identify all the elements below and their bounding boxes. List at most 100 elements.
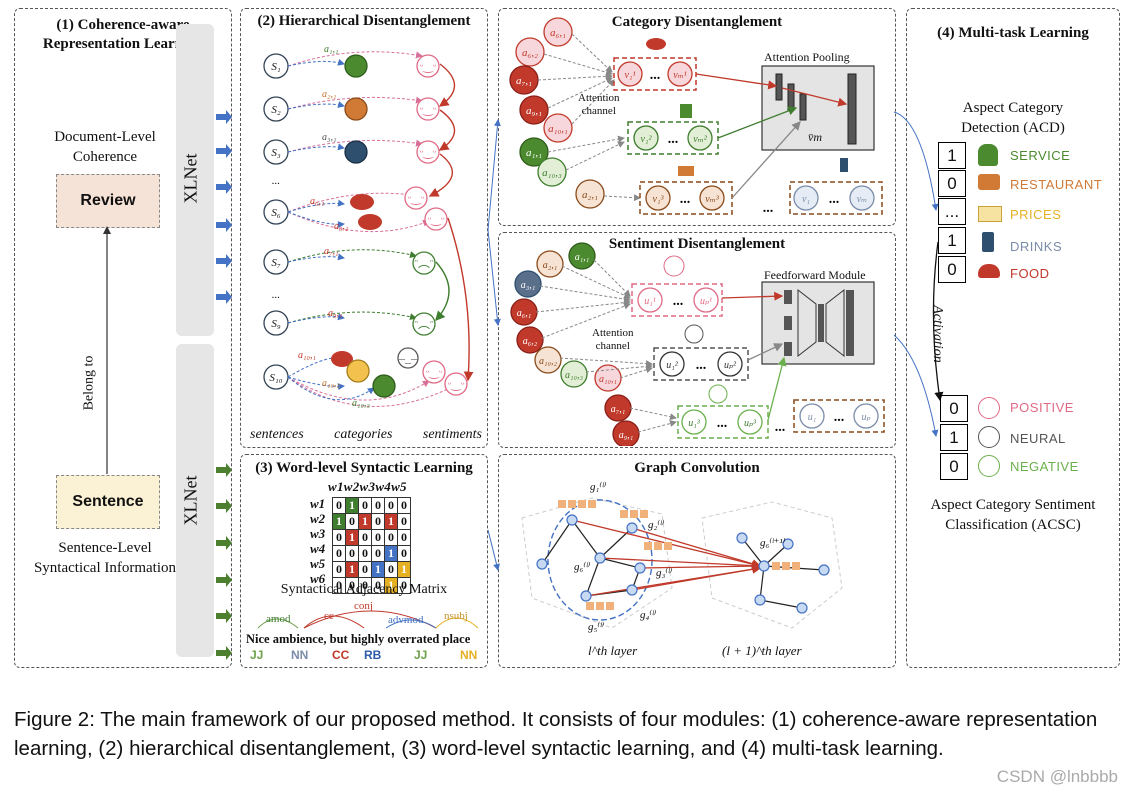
sentence-box: Sentence — [56, 475, 160, 529]
svg-text:g₄⁽ˡ⁾: g₄⁽ˡ⁾ — [640, 609, 657, 621]
svg-text:a₇,₁: a₇,₁ — [611, 404, 625, 415]
panel-hierarchical — [240, 8, 488, 448]
sentiment-attn-channel: Attention channel — [592, 327, 634, 353]
svg-text:...: ... — [717, 416, 728, 431]
panel4-title: (4) Multi-task Learning — [937, 25, 1089, 41]
acsc-line2: Classification (ACSC) — [945, 517, 1081, 533]
row-w6: w6 — [310, 571, 326, 586]
svg-text:v₁¹: v₁¹ — [625, 70, 636, 81]
svg-text:ᵔ︵ᵔ: ᵔ︵ᵔ — [415, 317, 434, 331]
acsc-cell-positive: 0 — [940, 395, 968, 422]
footer-sentences: sentences — [250, 427, 304, 442]
matrix-rows-labels: w1 w2 w3 w4 w5 w6 — [310, 496, 325, 586]
category-diagram: a₆,₁a₆,₂ a₇,₁a₉,₁ a₁₀,₁a₁,₁ a₁₀,₃a₂,₁ v₁… — [509, 17, 883, 216]
row-w5: w5 — [310, 556, 326, 571]
panel-multitask — [906, 8, 1120, 668]
svg-text:a₁₀,₂: a₁₀,₂ — [539, 356, 557, 367]
svg-text:vₘ¹: vₘ¹ — [673, 70, 687, 81]
svg-text:a₆,₂: a₆,₂ — [522, 47, 538, 59]
cat-attn-channel-l2: channel — [581, 105, 616, 117]
cat-attn-channel-l1: Attention — [578, 92, 620, 104]
panel-sentiment — [498, 232, 896, 448]
category-title: Category Disentanglement — [611, 14, 783, 30]
svg-text:a₇,₁: a₇,₁ — [516, 75, 532, 87]
acsc-label: Aspect Category Sentiment Classification… — [906, 495, 1120, 535]
svg-text:...: ... — [763, 201, 774, 216]
svg-text:a₃,₁: a₃,₁ — [322, 132, 336, 143]
acd-label: Aspect Category Detection (ACD) — [906, 98, 1120, 138]
svg-text:u₁: u₁ — [808, 412, 816, 423]
figure-caption: Figure 2: The main framework of our prop… — [14, 708, 1098, 760]
footer-categories: categories — [334, 427, 393, 442]
svg-text:g₂⁽ˡ⁾: g₂⁽ˡ⁾ — [648, 519, 665, 531]
svg-text:ᵕ‿ᵕ: ᵕ‿ᵕ — [420, 102, 437, 116]
row-w2: w2 — [310, 511, 326, 526]
dep-amod: amod — [266, 613, 291, 625]
svg-text:u₁³: u₁³ — [688, 418, 700, 429]
xlnet-bar-top — [176, 24, 214, 336]
svg-text:g₁⁽ˡ⁾: g₁⁽ˡ⁾ — [590, 481, 607, 493]
acsc-cell-neural: 1 — [940, 424, 968, 451]
category-attn-channel: Attention channel — [578, 92, 620, 118]
sent-attn-channel-l1: Attention — [592, 327, 634, 339]
panel2-footer: sentences categories sentiments — [250, 427, 482, 443]
matrix-label: Syntactical Adjacency Matrix — [280, 582, 448, 597]
panel1-title-line1: (1) Coherence-aware — [56, 17, 190, 33]
svg-text:a₁,₁: a₁,₁ — [324, 44, 338, 55]
svg-text:...: ... — [668, 132, 679, 147]
svg-text:S₃: S₃ — [271, 147, 281, 159]
svg-text:...: ... — [696, 358, 707, 373]
svg-text:a₆,₂: a₆,₂ — [334, 221, 349, 232]
xlnet-label-bottom: XLNet — [180, 475, 201, 526]
layer-l-label: l^th layer — [588, 643, 638, 658]
tag-jj-1: JJ — [250, 648, 264, 662]
sentiment-title: Sentiment Disentanglement — [608, 236, 786, 252]
svg-text:S₆: S₆ — [271, 207, 281, 219]
acd-line2: Detection (ACD) — [961, 120, 1065, 136]
dep-advmod: advmod — [388, 614, 424, 626]
svg-text:S₇: S₇ — [271, 257, 281, 269]
sent-level-line1: Sentence-Level — [58, 540, 152, 556]
svg-text:g₆⁽ˡ⁺¹⁾: g₆⁽ˡ⁺¹⁾ — [760, 537, 786, 549]
svg-text:uₚ³: uₚ³ — [744, 418, 757, 429]
neutral-face-icon — [978, 426, 1000, 448]
svg-text:a₁₀,₃: a₁₀,₃ — [542, 167, 562, 179]
svg-text:uₚ: uₚ — [862, 412, 871, 423]
svg-text:a₇,₁: a₇,₁ — [324, 246, 338, 257]
svg-text:ᵕ‿ᵕ: ᵕ‿ᵕ — [420, 145, 437, 159]
svg-text:ᵕ‿ᵕ: ᵕ‿ᵕ — [448, 377, 465, 391]
svg-text:...: ... — [272, 175, 280, 187]
dep-labels: amod cc conj advmod nsubj — [246, 600, 486, 634]
svg-text:u₁¹: u₁¹ — [644, 296, 655, 307]
tag-cc: CC — [332, 648, 350, 662]
svg-text:ᵕ‿ᵕ: ᵕ‿ᵕ — [426, 365, 443, 379]
acd-line1: Aspect Category — [962, 100, 1064, 116]
svg-text:a₆,₁: a₆,₁ — [517, 308, 531, 319]
svg-text:u₁²: u₁² — [666, 360, 678, 371]
panel-syntactic — [240, 454, 488, 668]
svg-text:–_–: –_– — [398, 351, 418, 365]
tag-nn-2: NN — [460, 648, 478, 662]
svg-text:v₁²: v₁² — [641, 134, 653, 145]
svg-text:a₁₀,₃: a₁₀,₃ — [352, 398, 370, 409]
acsc-line1: Aspect Category Sentiment — [930, 497, 1096, 513]
row-w3: w3 — [310, 526, 326, 541]
svg-text:a₂,₁: a₂,₁ — [582, 189, 598, 201]
footer-sentiments: sentiments — [422, 427, 482, 442]
svg-text:g₆⁽ˡ⁾: g₆⁽ˡ⁾ — [574, 561, 591, 573]
tag-jj-2: JJ — [414, 648, 428, 662]
panel-coherence — [14, 8, 232, 668]
svg-text:S₂: S₂ — [271, 104, 281, 116]
sent-level-line2: Syntactical Information — [33, 560, 177, 576]
svg-text:...: ... — [834, 410, 845, 425]
svg-text:a₂,₁: a₂,₁ — [322, 89, 336, 100]
panel1-title-line2: Representation Learning — [42, 36, 204, 52]
sentiment-positive: POSITIVE — [1010, 400, 1074, 415]
review-box: Review — [56, 174, 160, 228]
svg-text:a₁₀,₁: a₁₀,₁ — [298, 350, 316, 361]
belong-to-arrow — [103, 226, 111, 474]
svg-text:ᵕ‿ᵕ: ᵕ‿ᵕ — [420, 59, 437, 73]
svg-text:v₁³: v₁³ — [653, 194, 665, 205]
